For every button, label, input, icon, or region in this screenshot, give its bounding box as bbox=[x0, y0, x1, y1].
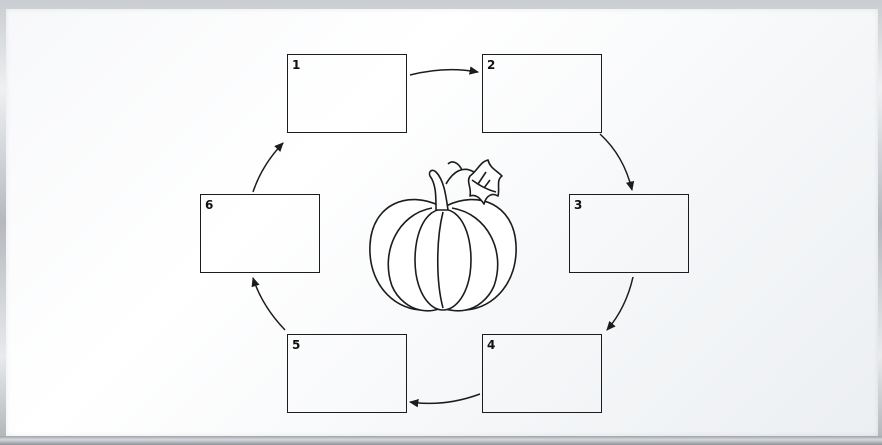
step-number: 4 bbox=[487, 338, 496, 352]
cycle-box-1: 1 bbox=[287, 54, 407, 133]
arrow-6-to-1 bbox=[252, 142, 284, 193]
cycle-box-3: 3 bbox=[569, 194, 689, 273]
cycle-box-6: 6 bbox=[200, 194, 320, 273]
pumpkin-icon bbox=[369, 159, 517, 312]
step-number: 6 bbox=[205, 198, 214, 212]
cycle-box-5: 5 bbox=[287, 334, 407, 413]
arrow-4-to-5 bbox=[408, 393, 481, 408]
step-number: 3 bbox=[574, 198, 583, 212]
arrow-1-to-2 bbox=[409, 66, 480, 76]
step-number: 2 bbox=[487, 58, 496, 72]
arrow-5-to-6 bbox=[251, 277, 286, 331]
cycle-box-2: 2 bbox=[482, 54, 602, 133]
arrow-2-to-3 bbox=[599, 133, 635, 192]
step-number: 1 bbox=[292, 58, 301, 72]
cycle-box-4: 4 bbox=[482, 334, 602, 413]
arrow-3-to-4 bbox=[606, 276, 634, 331]
whiteboard-tray bbox=[0, 436, 882, 445]
step-number: 5 bbox=[292, 338, 301, 352]
